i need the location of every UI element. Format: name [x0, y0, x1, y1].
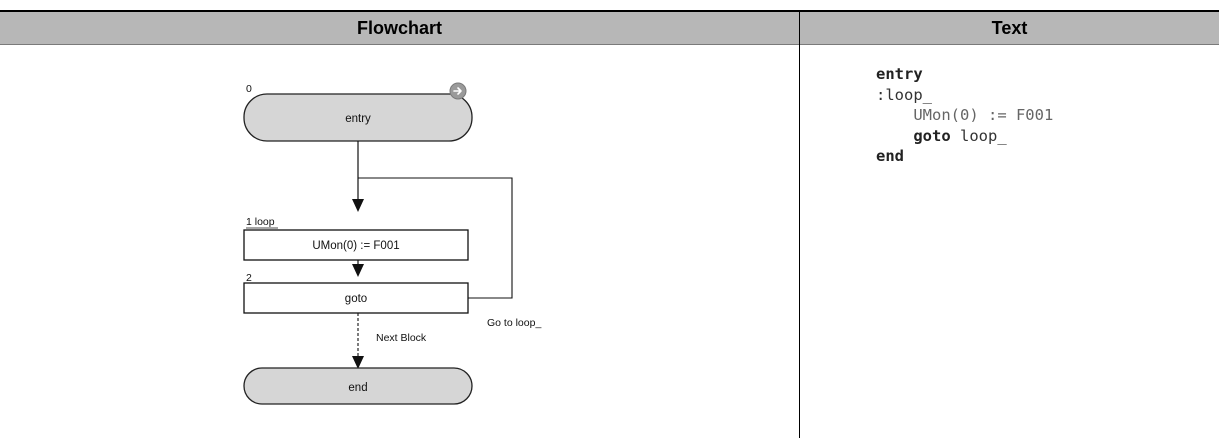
arrowhead-goto [352, 264, 364, 277]
code-line: end [876, 146, 1053, 167]
arrowhead-loop [352, 199, 364, 212]
code-text: :loop_ [876, 85, 932, 104]
go-to-loop-label: Go to loop_ [487, 317, 541, 329]
code-line: entry [876, 64, 1053, 85]
block-number-entry: 0 [246, 83, 252, 95]
entry-block-label: entry [345, 113, 371, 125]
arrowhead-end [352, 356, 364, 369]
code-line: :loop_ [876, 85, 1053, 106]
code-line: UMon(0) := F001 [876, 105, 1053, 126]
end-block-label: end [348, 382, 367, 394]
code-listing: entry :loop_ UMon(0) := F001 goto loop_ … [876, 64, 1053, 167]
column-divider [799, 10, 800, 438]
code-keyword: end [876, 147, 904, 165]
end-block[interactable] [243, 367, 473, 405]
code-keyword: entry [876, 65, 923, 83]
flowchart-diagram: 0 entry 1 loop UMon(0) := F001 2 goto Go… [243, 82, 541, 405]
block-number-goto: 2 [246, 272, 252, 284]
comparison-table: Flowchart Text [0, 10, 1219, 438]
block-number-loop: 1 loop [246, 216, 275, 228]
goto-block-label: goto [345, 293, 367, 305]
flowchart-column-header: Flowchart [356, 18, 442, 38]
table-top-rule [0, 10, 1219, 12]
code-indent [876, 127, 913, 145]
goto-block[interactable] [243, 282, 469, 314]
arrow-right-circle-icon [449, 82, 467, 100]
code-text: UMon(0) := F001 [913, 106, 1054, 124]
code-text: loop_ [950, 126, 1007, 145]
code-indent [876, 106, 913, 124]
loop-block[interactable] [243, 229, 469, 261]
table-header-row: Flowchart Text [0, 12, 1219, 45]
next-block-label: Next Block [376, 332, 427, 344]
code-keyword: goto [913, 126, 951, 145]
text-column-header: Text [991, 18, 1028, 38]
code-line: goto loop_ [876, 126, 1053, 147]
connector-goto-loopback [358, 177, 513, 299]
loop-block-label: UMon(0) := F001 [312, 240, 399, 252]
